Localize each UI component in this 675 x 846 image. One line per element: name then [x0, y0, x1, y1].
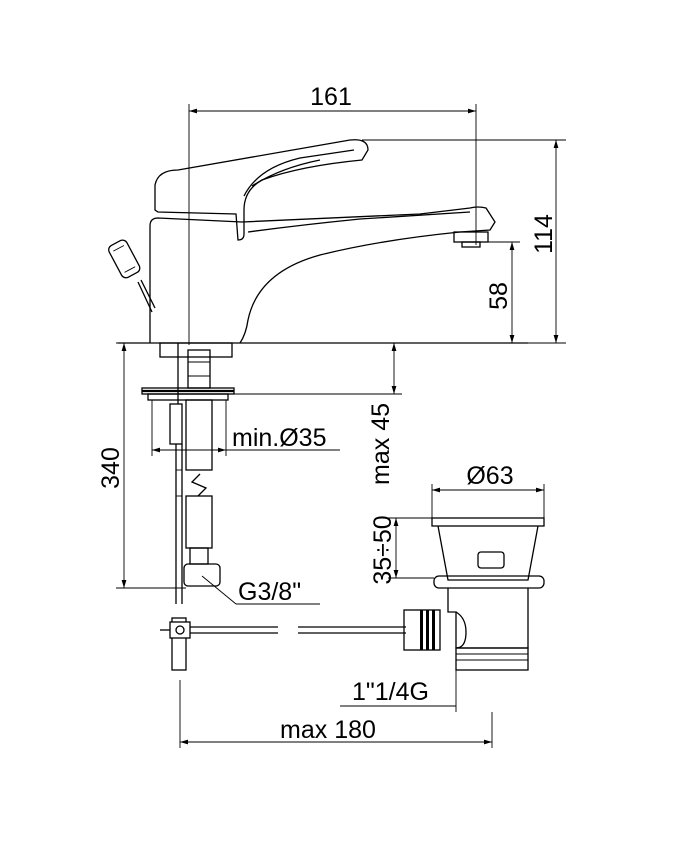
lever-inner-line — [243, 149, 355, 197]
hose-fitting-lower — [189, 547, 209, 565]
waste-body-upper — [437, 525, 539, 581]
shank-top — [159, 342, 233, 358]
fixing-nut — [147, 393, 229, 401]
dim-max-180: max 180 — [280, 716, 376, 744]
dimension-lines — [116, 104, 566, 748]
hose-nut — [183, 563, 221, 587]
waste-window — [477, 551, 505, 569]
waste-tail — [455, 647, 529, 671]
faucet — [108, 139, 528, 344]
braided-hose-upper — [185, 399, 213, 471]
dim-height-58: 58 — [485, 282, 513, 310]
dim-height-114: 114 — [530, 214, 558, 254]
dim-diameter-63: Ø63 — [466, 462, 513, 490]
linkage-clamp — [169, 621, 191, 639]
aerator-tip — [461, 241, 481, 248]
popup-rod-top-2 — [140, 279, 156, 309]
dim-max-45: max 45 — [367, 403, 395, 485]
hose-break — [190, 473, 208, 497]
waste-elbow — [455, 611, 467, 649]
spout-underside — [247, 211, 471, 233]
dim-width-161: 161 — [310, 83, 352, 111]
waste-flange-top — [431, 517, 545, 527]
dim-thread-1-1-4g: 1"1/4G — [352, 678, 429, 706]
faucet-body — [149, 206, 496, 344]
popup-rod-clamp — [169, 403, 183, 445]
braided-hose-lower — [185, 495, 213, 549]
waste-body-lower — [447, 588, 529, 649]
popup-rod-top — [137, 281, 153, 313]
linkage-vertical — [171, 617, 187, 671]
dim-hole-min-35: min.Ø35 — [232, 424, 326, 452]
dim-height-340: 340 — [97, 447, 125, 489]
aerator — [453, 231, 489, 243]
waste-locknut — [433, 575, 545, 589]
dim-thread-g38: G3/8" — [238, 578, 301, 606]
dim-range-35-50: 35÷50 — [369, 515, 397, 584]
lever-handle — [154, 139, 369, 241]
popup-waste — [403, 517, 545, 671]
lever-inner-line-2 — [251, 159, 321, 187]
underside-installation — [141, 342, 406, 671]
hose-fitting-top — [187, 349, 211, 389]
popup-knob — [108, 239, 141, 279]
